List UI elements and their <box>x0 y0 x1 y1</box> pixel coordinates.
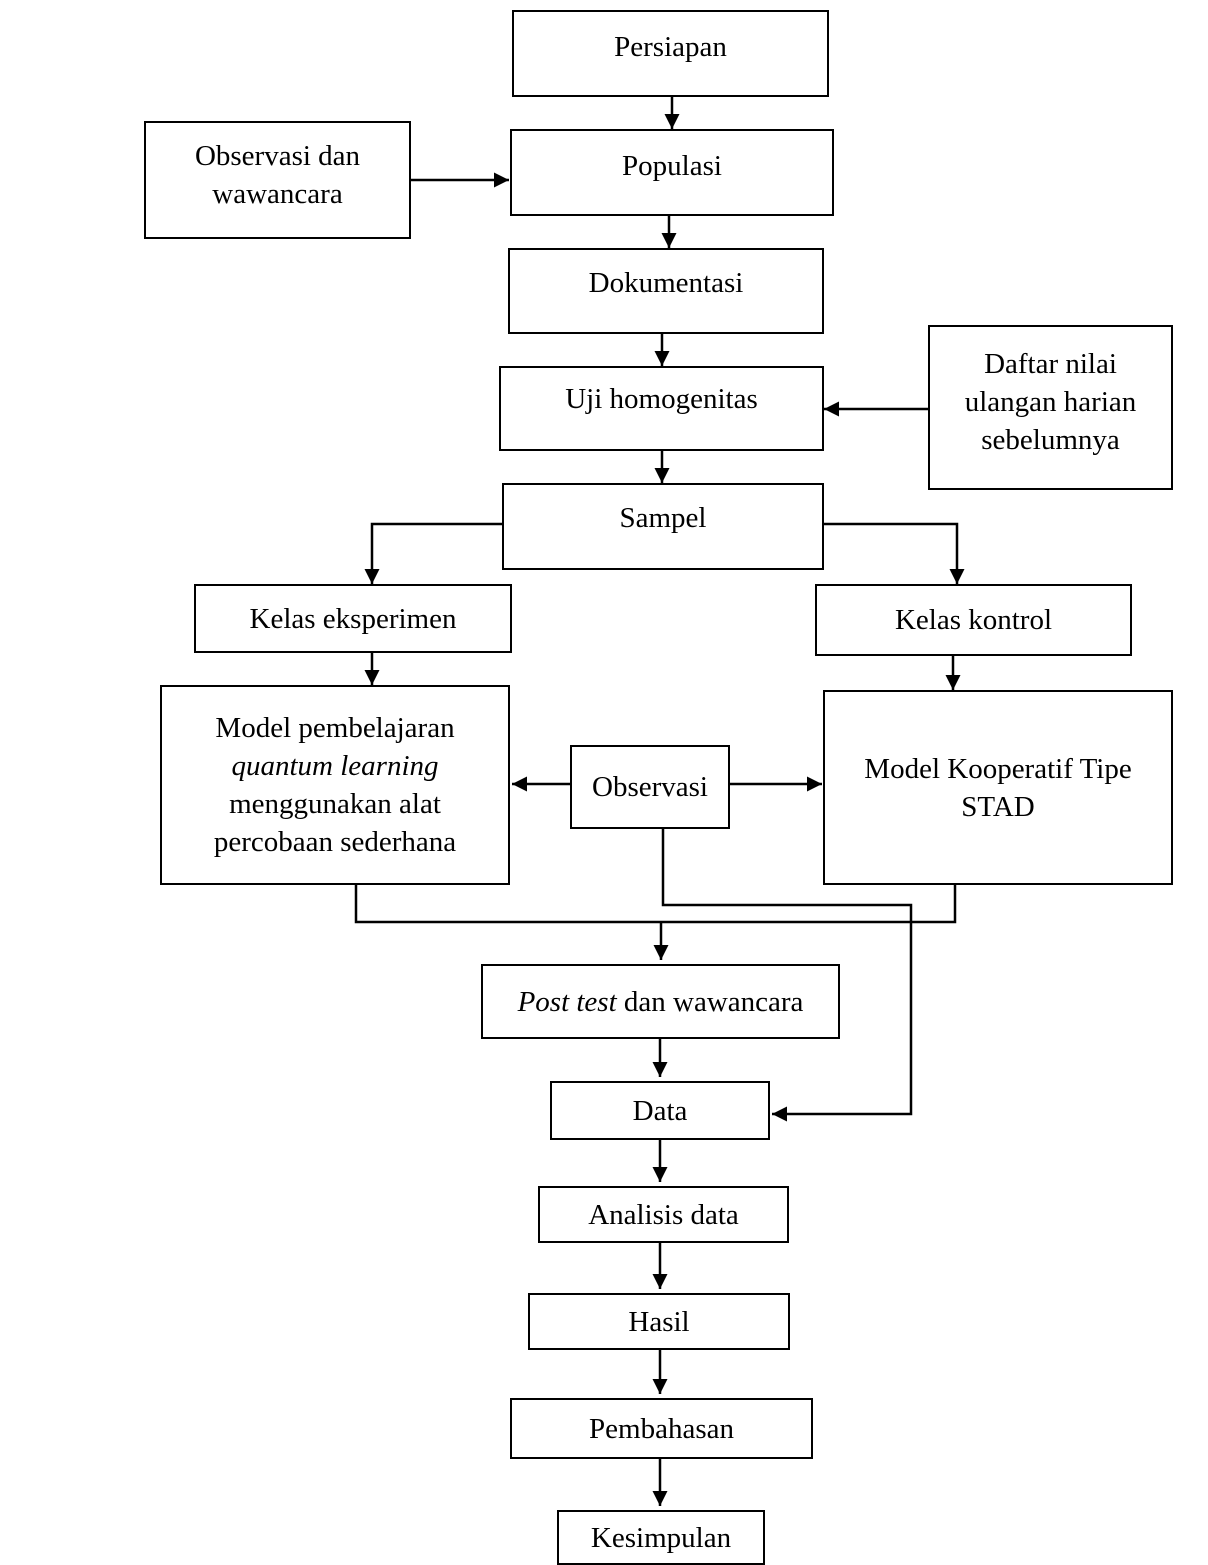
box-kelas-eksperimen: Kelas eksperimen <box>194 584 512 653</box>
box-post-test: Post test dan wawancara <box>481 964 840 1039</box>
box-persiapan: Persiapan <box>512 10 829 97</box>
box-model-stad: Model Kooperatif Tipe STAD <box>823 690 1173 885</box>
box-model-quantum: Model pembelajaran quantum learning meng… <box>160 685 510 885</box>
box-populasi-label: Populasi <box>622 150 722 182</box>
box-analisis-data-label: Analisis data <box>588 1198 739 1231</box>
post-test-rest: dan wawancara <box>616 985 804 1018</box>
merge-line-models <box>354 885 957 924</box>
box-sampel: Sampel <box>502 483 824 570</box>
box-kelas-kontrol-label: Kelas kontrol <box>894 604 1053 636</box>
box-pembahasan: Pembahasan <box>510 1398 813 1459</box>
arrow-sampel-kontrol <box>824 522 965 584</box>
box-post-test-label: Post test dan wawancara <box>518 983 804 1021</box>
box-data-label: Data <box>632 1094 688 1127</box>
box-daftar-nilai-line2: ulangan harian <box>964 386 1137 418</box>
quantum-learning-italic: quantum learning <box>231 750 439 782</box>
box-daftar-nilai: Daftar nilai ulangan harian sebelumnya <box>928 325 1173 490</box>
box-observasi: Observasi <box>570 745 730 829</box>
box-model-quantum-line4: percobaan sederhana <box>213 826 457 858</box>
box-observasi-wawancara-line1: Observasi dan <box>194 140 361 172</box>
box-data: Data <box>550 1081 770 1140</box>
box-uji-homogenitas-label: Uji homogenitas <box>565 383 758 415</box>
box-model-quantum-line1: Model pembelajaran <box>215 712 455 744</box>
box-sampel-label: Sampel <box>619 502 707 534</box>
box-analisis-data: Analisis data <box>538 1186 789 1243</box>
box-dokumentasi-label: Dokumentasi <box>588 267 744 299</box>
box-kelas-kontrol: Kelas kontrol <box>815 584 1132 656</box>
box-dokumentasi: Dokumentasi <box>508 248 824 334</box>
box-kelas-eksperimen-label: Kelas eksperimen <box>249 602 457 635</box>
box-model-quantum-line3: menggunakan alat <box>229 788 441 820</box>
box-model-stad-line1: Model Kooperatif Tipe <box>864 752 1132 785</box>
box-daftar-nilai-line3: sebelumnya <box>981 424 1120 456</box>
post-test-italic: Post test <box>517 985 617 1018</box>
box-pembahasan-label: Pembahasan <box>589 1412 734 1445</box>
box-model-quantum-line2: quantum learning <box>231 747 438 785</box>
box-uji-homogenitas: Uji homogenitas <box>499 366 824 451</box>
box-kesimpulan-label: Kesimpulan <box>590 1521 732 1554</box>
box-observasi-wawancara-line2: wawancara <box>212 178 343 210</box>
box-daftar-nilai-line1: Daftar nilai <box>984 348 1117 380</box>
box-hasil-label: Hasil <box>628 1305 690 1338</box>
box-model-stad-line2: STAD <box>961 790 1035 823</box>
box-observasi-wawancara: Observasi dan wawancara <box>144 121 411 239</box>
box-hasil: Hasil <box>528 1293 790 1350</box>
arrow-sampel-eksperimen <box>364 522 502 584</box>
box-populasi: Populasi <box>510 129 834 216</box>
box-kesimpulan: Kesimpulan <box>557 1510 765 1565</box>
box-persiapan-label: Persiapan <box>614 31 727 63</box>
arrow-observasi-data <box>661 829 913 1122</box>
box-observasi-label: Observasi <box>592 771 708 803</box>
